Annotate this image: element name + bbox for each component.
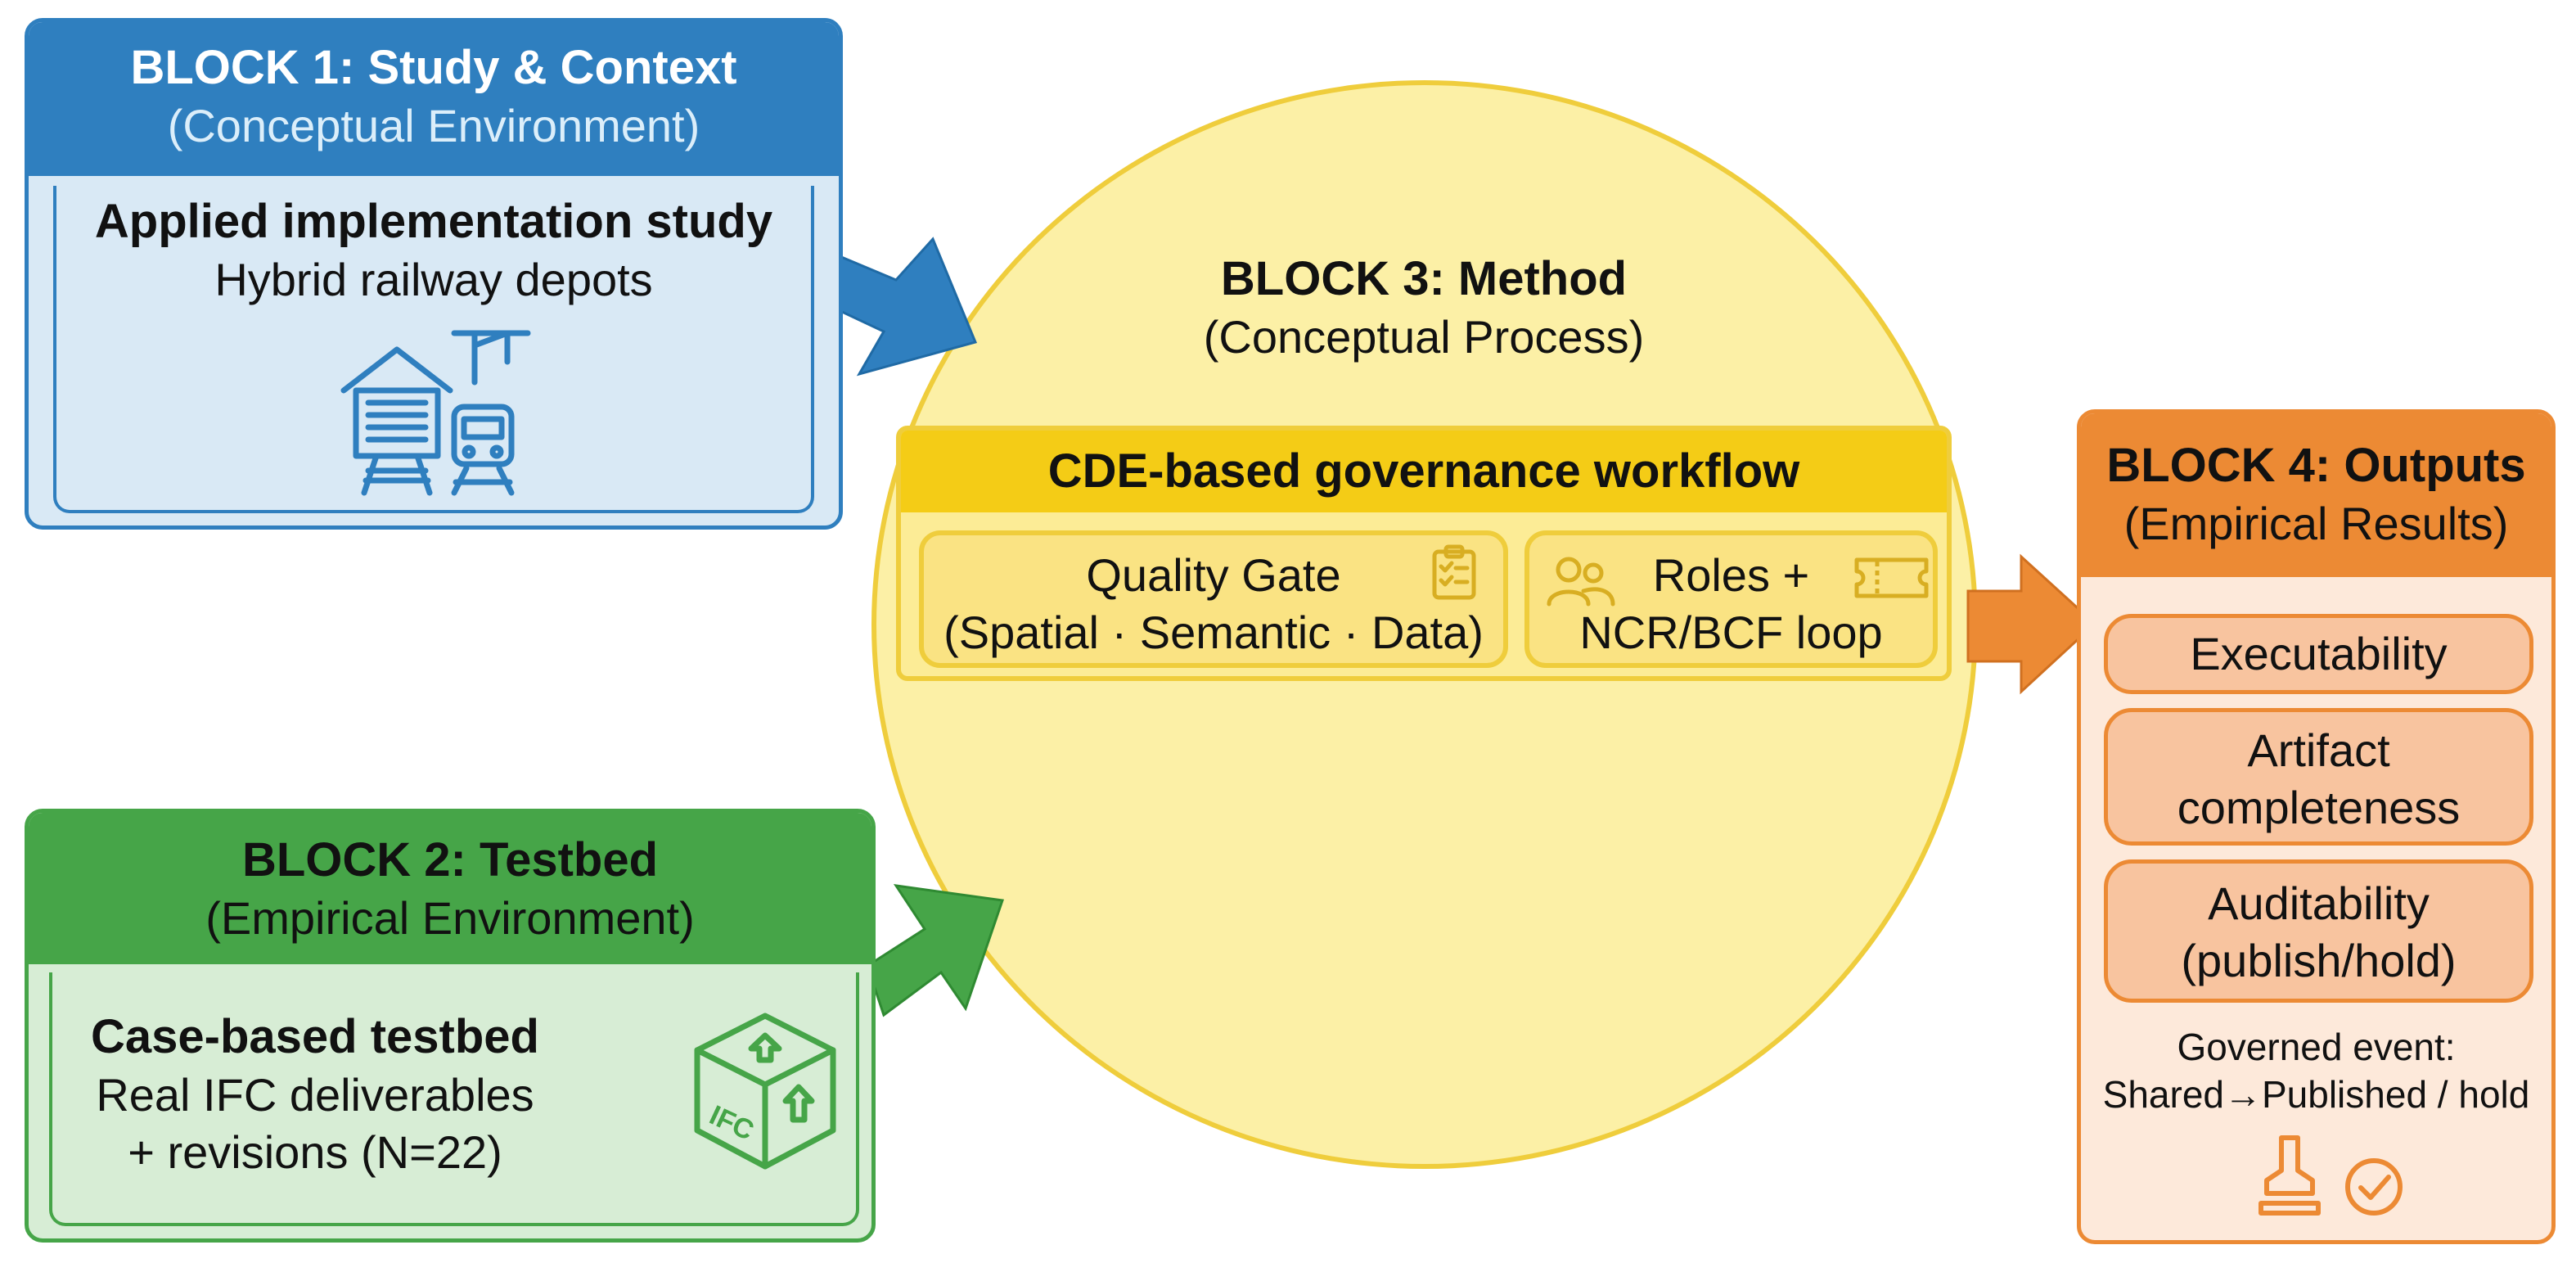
block2-content-line1: Real IFC deliverables [96,1069,534,1121]
block1-header: BLOCK 1: Study & Context (Conceptual Env… [29,22,839,176]
block2-header: BLOCK 2: Testbed (Empirical Environment) [29,813,871,964]
quality-gate-line2: (Spatial · Semantic · Data) [943,607,1484,658]
stamp-icon [2259,1135,2321,1216]
arrow-block2-to-block3 [866,884,1005,1017]
block4-title: BLOCK 4: Outputs [2106,439,2526,492]
block1-subtitle: (Conceptual Environment) [167,100,700,151]
block4-header: BLOCK 4: Outputs (Empirical Results) [2081,413,2551,577]
check-circle-icon [2345,1158,2403,1216]
block2-inner-panel [49,972,859,1226]
quality-gate-text: Quality Gate (Spatial · Semantic · Data) [924,547,1503,661]
block2-content: Case-based testbed Real IFC deliverables… [61,1008,569,1181]
workflow-title-bar: CDE-based governance workflow [901,431,1947,512]
block3-header: BLOCK 3: Method (Conceptual Process) [1035,250,1813,366]
block2-content-line2: + revisions (N=22) [128,1126,502,1178]
roles-line2: NCR/BCF loop [1579,607,1883,658]
roles-ncr-box: Roles + NCR/BCF loop [1524,530,1938,668]
output-artifact-line2: completeness [2177,782,2461,833]
governed-event: Governed event: Shared→Published / hold [2081,1023,2551,1118]
block4-outputs: BLOCK 4: Outputs (Empirical Results) Exe… [2077,409,2556,1244]
ticket-icon [1854,557,1929,598]
block1-inner-panel [53,186,814,513]
output-auditability-line2: (publish/hold) [2181,935,2457,986]
quality-gate-line1: Quality Gate [1086,549,1341,601]
workflow-title: CDE-based governance workflow [1047,444,1800,498]
block1-study-context: BLOCK 1: Study & Context (Conceptual Env… [25,18,843,530]
railway-depot-icon [340,330,531,496]
governed-event-line2: Shared→Published / hold [2102,1073,2530,1116]
block2-content-title: Case-based testbed [91,1010,539,1063]
block1-content: Applied implementation study Hybrid rail… [29,192,839,309]
output-auditability: Auditability (publish/hold) [2104,859,2533,1003]
output-executability-label: Executability [2190,628,2448,679]
arrow-block3-to-block4 [1966,553,2097,695]
output-artifact-completeness: Artifact completeness [2104,708,2533,846]
cde-governance-workflow: CDE-based governance workflow Quality Ga… [896,426,1952,681]
block2-subtitle: (Empirical Environment) [205,892,695,944]
checklist-icon [1432,544,1476,600]
ifc-cube-icon: IFC [694,1013,836,1170]
block1-content-title: Applied implementation study [94,195,773,248]
roles-line1: Roles + [1652,549,1810,601]
block4-subtitle: (Empirical Results) [2123,498,2509,549]
output-executability: Executability [2104,614,2533,694]
output-artifact-line1: Artifact [2247,724,2390,776]
block1-title: BLOCK 1: Study & Context [130,41,737,94]
block3-subtitle: (Conceptual Process) [1203,311,1645,363]
block3-title: BLOCK 3: Method [1220,252,1628,305]
people-icon [1547,557,1615,607]
governed-event-line1: Governed event: [2177,1026,2456,1068]
quality-gate-box: Quality Gate (Spatial · Semantic · Data) [919,530,1508,668]
output-auditability-line1: Auditability [2208,877,2430,929]
block1-content-text: Hybrid railway depots [214,254,653,305]
block2-testbed: BLOCK 2: Testbed (Empirical Environment)… [25,809,876,1243]
roles-text: Roles + NCR/BCF loop [1529,547,1933,661]
block2-title: BLOCK 2: Testbed [241,833,659,886]
